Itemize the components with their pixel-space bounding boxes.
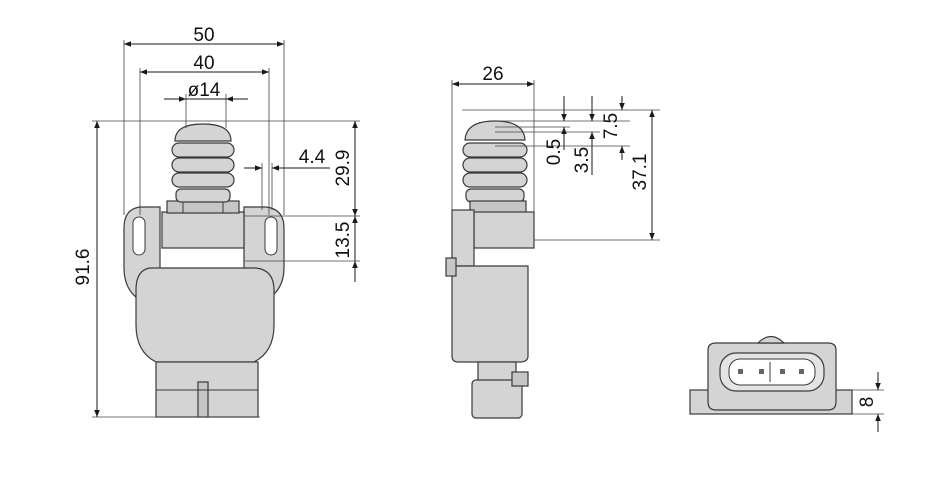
- dim-gap-small: 0.5: [544, 139, 565, 165]
- side-connector: [471, 379, 523, 419]
- side-bellows: [462, 120, 528, 203]
- dim-width-overall: 50: [193, 25, 214, 46]
- side-housing: [451, 265, 529, 363]
- dim-collar-height: 13.5: [333, 222, 354, 259]
- pin-2: [759, 369, 764, 374]
- dim-slot-offset: 4.4: [299, 147, 326, 168]
- connector-socket: [728, 358, 816, 386]
- side-tab: [445, 257, 457, 277]
- dim-flange-thickness: 8: [857, 397, 878, 408]
- pin-1: [738, 369, 743, 374]
- dim-diameter: ø14: [188, 80, 221, 101]
- bellows: [171, 123, 235, 203]
- side-hex-nut: [469, 200, 527, 214]
- dim-depth: 26: [482, 64, 503, 85]
- left-mount-slot: [132, 216, 146, 256]
- side-connector-top: [477, 361, 517, 383]
- connector-key: [756, 335, 786, 344]
- collar: [161, 211, 245, 249]
- right-mount-slot: [264, 216, 278, 256]
- dim-width-mount: 40: [193, 53, 214, 74]
- main-housing: [135, 267, 275, 363]
- side-latch: [511, 371, 529, 387]
- hex-nut: [166, 200, 240, 214]
- front-view: 50 40 ø14 4.4 91.6 29.9 13.5: [73, 25, 360, 418]
- side-view: 26 0.5 3.5 7.5 37.1: [445, 64, 660, 419]
- pin-3: [780, 369, 785, 374]
- dim-height-total: 91.6: [73, 249, 94, 286]
- dim-upper-height: 29.9: [333, 150, 354, 187]
- connector-view: 8: [689, 335, 884, 432]
- dim-height-to-flange: 37.1: [630, 154, 651, 191]
- side-collar: [473, 211, 535, 249]
- dim-step-top: 7.5: [601, 113, 622, 139]
- pin-4: [799, 369, 804, 374]
- dim-step: 3.5: [572, 147, 593, 173]
- latch: [197, 381, 209, 418]
